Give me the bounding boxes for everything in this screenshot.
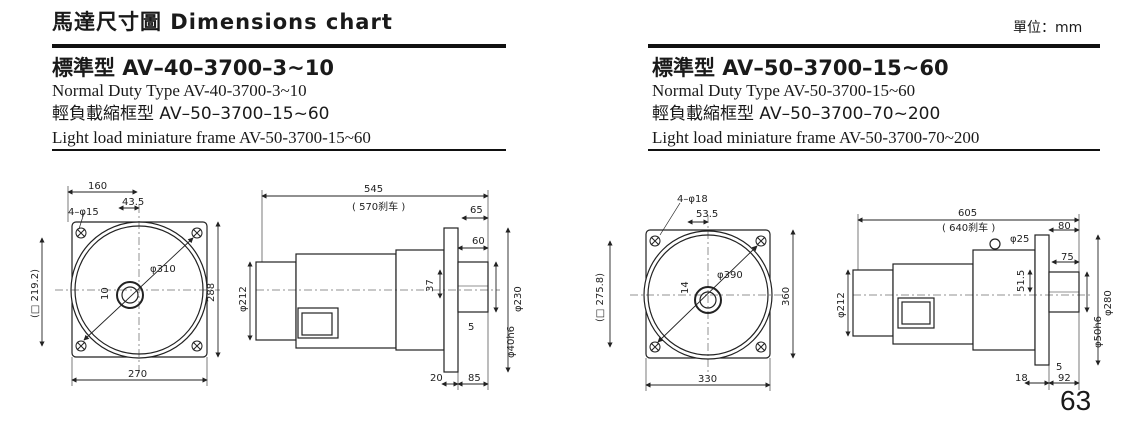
right-spec-light-load-cn: 輕負載縮框型 AV–50–3700–70~200 bbox=[652, 104, 941, 124]
left-front-labels: 160 43.5 4–φ15 φ310 10 (□ 219.2) 288 270 bbox=[30, 181, 217, 380]
left-spec-normal-duty: Normal Duty Type AV-40-3700-3~10 bbox=[52, 81, 307, 100]
left-spec-bottom-rule bbox=[52, 149, 506, 151]
left-front-c435: 43.5 bbox=[122, 197, 144, 208]
page-title: 馬達尺寸圖 Dimensions chart bbox=[52, 10, 393, 34]
left-side-d60: 60 bbox=[472, 236, 485, 247]
left-spec-top-rule bbox=[52, 44, 506, 48]
right-side-d18: 18 bbox=[1015, 373, 1028, 384]
right-side-dia212: φ212 bbox=[836, 292, 847, 318]
left-side-d65: 65 bbox=[470, 205, 483, 216]
right-front-holes: 4–φ18 bbox=[677, 194, 708, 205]
right-side-brake: ( 640刹车 ) bbox=[942, 221, 995, 234]
left-front-holes: 4–φ15 bbox=[68, 207, 99, 218]
right-front-view bbox=[607, 202, 796, 391]
left-front-height: 288 bbox=[206, 283, 217, 302]
left-side-dia230: φ230 bbox=[513, 286, 524, 312]
left-front-frame: (□ 219.2) bbox=[30, 269, 41, 318]
left-front-w-top: 160 bbox=[88, 181, 107, 192]
left-side-d85: 85 bbox=[468, 373, 481, 384]
unit-label: 單位：mm bbox=[1013, 20, 1083, 36]
right-spec-light-load-en: Light load miniature frame AV-50-3700-70… bbox=[652, 128, 980, 147]
right-side-d80: 80 bbox=[1058, 221, 1071, 232]
right-side-length: 605 bbox=[958, 208, 977, 219]
right-side-d5: 5 bbox=[1056, 362, 1062, 373]
left-side-brake: ( 570刹车 ) bbox=[352, 200, 405, 213]
left-front-key: 10 bbox=[100, 287, 111, 300]
left-front-dia: φ310 bbox=[150, 264, 176, 275]
right-front-height: 360 bbox=[781, 287, 792, 306]
left-side-d5: 5 bbox=[468, 322, 474, 333]
left-side-view bbox=[247, 190, 511, 390]
left-side-length: 545 bbox=[364, 184, 383, 195]
left-side-labels: 545 ( 570刹车 ) 65 60 37 5 φ212 φ230 φ40h6… bbox=[238, 184, 524, 384]
left-spec-heading: 標準型 AV–40–3700–3~10 bbox=[52, 56, 334, 80]
right-spec-heading: 標準型 AV–50–3700–15~60 bbox=[652, 56, 949, 80]
left-side-dia212: φ212 bbox=[238, 286, 249, 312]
right-side-shaft: φ50h6 bbox=[1093, 316, 1104, 348]
right-spec-top-rule bbox=[648, 44, 1100, 48]
left-side-d20: 20 bbox=[430, 373, 443, 384]
right-side-eyebolt: φ25 bbox=[1010, 234, 1029, 245]
right-front-c535: 53.5 bbox=[696, 209, 718, 220]
right-front-w-bottom: 330 bbox=[698, 374, 717, 385]
right-side-view bbox=[845, 214, 1101, 390]
left-side-shaft: φ40h6 bbox=[506, 326, 517, 358]
right-side-d92: 92 bbox=[1058, 373, 1071, 384]
right-side-d75: 75 bbox=[1061, 252, 1074, 263]
right-side-dia280: φ280 bbox=[1103, 290, 1114, 316]
left-spec-light-load-en: Light load miniature frame AV-50-3700-15… bbox=[52, 128, 371, 147]
left-spec-light-load-cn: 輕負載縮框型 AV–50–3700–15~60 bbox=[52, 104, 330, 124]
left-front-view bbox=[39, 186, 221, 386]
right-front-labels: 4–φ18 53.5 14 φ390 (□ 275.8) 360 330 bbox=[595, 194, 792, 385]
right-front-dia: φ390 bbox=[717, 270, 743, 281]
right-front-frame: (□ 275.8) bbox=[595, 273, 606, 322]
right-side-labels: 605 ( 640刹车 ) φ25 80 75 51.5 φ212 φ280 φ… bbox=[836, 208, 1114, 384]
page-number: 63 bbox=[1060, 385, 1092, 416]
left-front-w-bottom: 270 bbox=[128, 369, 147, 380]
right-spec-normal-duty: Normal Duty Type AV-50-3700-15~60 bbox=[652, 81, 916, 100]
left-side-d37: 37 bbox=[425, 279, 436, 292]
right-front-key: 14 bbox=[680, 281, 691, 294]
right-spec-bottom-rule bbox=[648, 149, 1100, 151]
right-side-d515: 51.5 bbox=[1016, 270, 1027, 292]
